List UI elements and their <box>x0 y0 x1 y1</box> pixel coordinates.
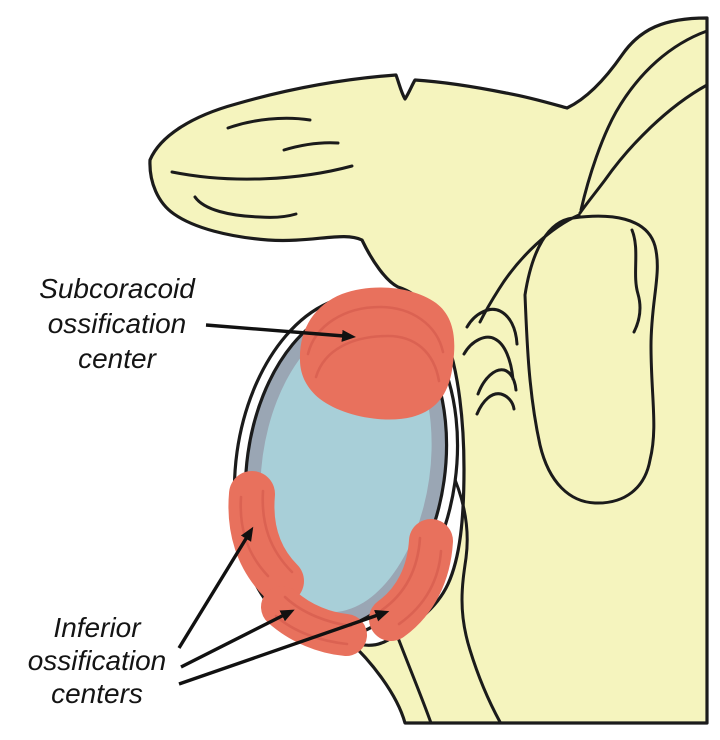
subcoracoid-label-line3: center <box>78 343 156 374</box>
arrow-to-right-inferior-center <box>178 609 390 686</box>
arrow-to-left-inferior-center <box>177 526 254 649</box>
subcoracoid-label-line1: Subcoracoid <box>39 273 195 304</box>
inferior-label-line3: centers <box>51 678 143 709</box>
subcoracoid-label: Subcoracoid ossification center <box>8 271 226 376</box>
inferior-ossification-center-left <box>228 471 304 604</box>
inferior-label-line2: ossification <box>27 645 167 676</box>
inferior-ossification-center-right <box>369 519 453 641</box>
bone-contour-lines <box>170 29 709 725</box>
inferior-label: Inferior ossification centers <box>0 611 194 710</box>
arrow-to-bottom-inferior-center <box>180 609 295 669</box>
subcoracoid-label-line2: ossification <box>47 308 187 339</box>
subcoracoid-ossification-center <box>299 287 455 420</box>
arrow-to-subcoracoid-center <box>205 323 356 342</box>
inferior-label-line1: Inferior <box>53 612 141 643</box>
annotation-arrows <box>177 323 390 686</box>
